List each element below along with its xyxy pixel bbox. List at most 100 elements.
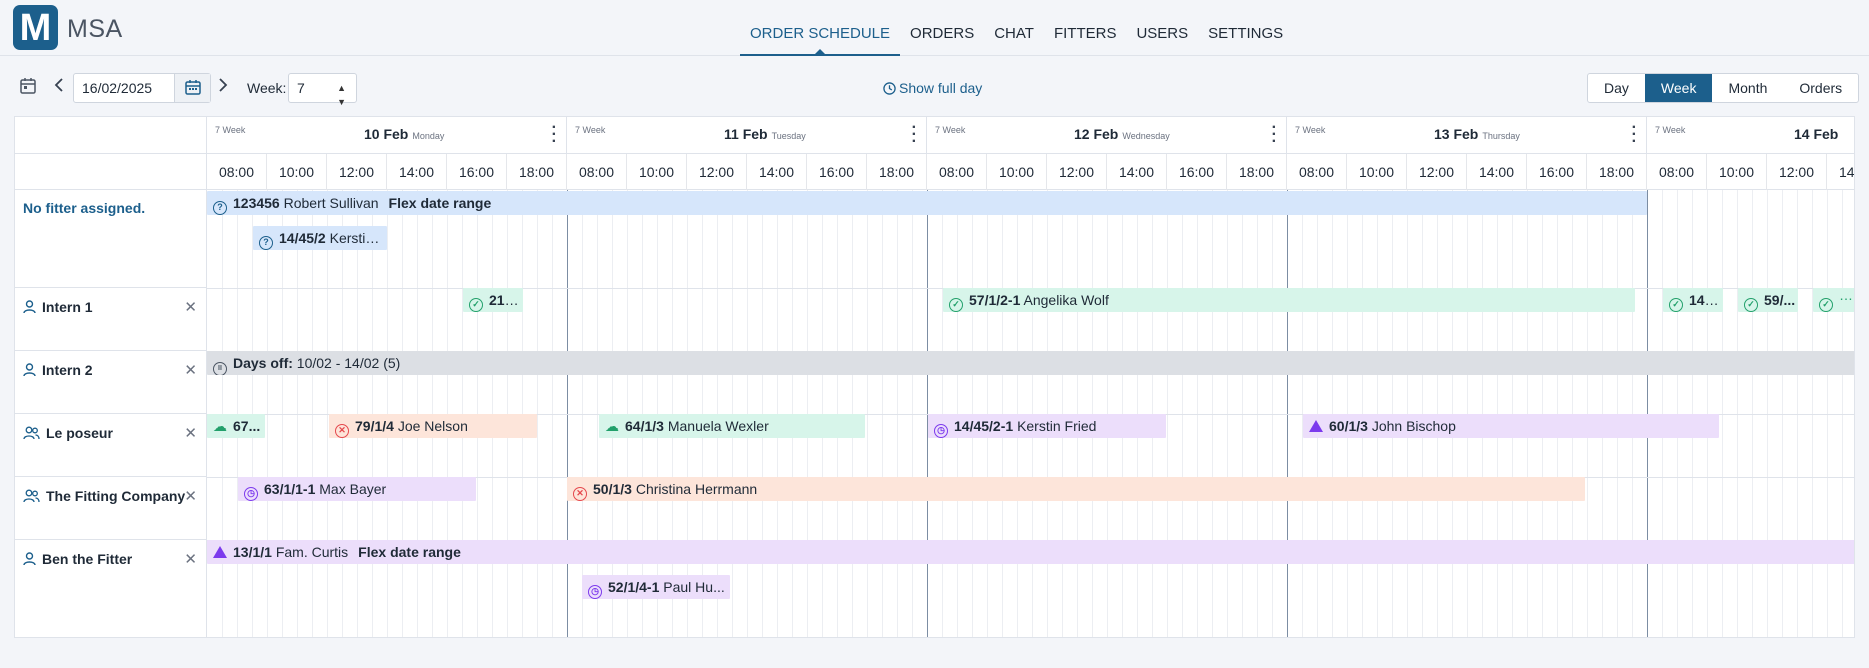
more-vertical-icon[interactable]: ··· [1271, 119, 1277, 150]
app-name: MSA [67, 15, 123, 43]
grid-line [537, 190, 538, 637]
grid-line [1017, 190, 1018, 637]
event-bar[interactable]: ◷52/1/4-1 Paul Hu... [582, 575, 730, 599]
grid-line [1347, 190, 1348, 637]
grid-line [432, 190, 433, 637]
nav-fitters[interactable]: FITTERS [1053, 25, 1117, 42]
event-bar[interactable]: ◷63/1/1-1 Max Bayer [238, 477, 476, 501]
chevron-right-icon[interactable] [218, 77, 228, 98]
grid-line [1797, 190, 1798, 637]
date-value[interactable]: 16/02/2025 [82, 80, 153, 96]
day-separator [567, 190, 568, 637]
grid-line [1302, 190, 1303, 637]
grid-line [1542, 190, 1543, 637]
event-bar[interactable]: ?14/45/2 Kerstin ... [253, 226, 387, 250]
check-circle-icon: ✓ [1669, 298, 1683, 312]
grid-line [1377, 190, 1378, 637]
grid-line [1812, 190, 1813, 637]
event-bar[interactable]: ✕50/1/3 Christina Herrmann [567, 477, 1585, 501]
view-orders-button[interactable]: Orders [1799, 80, 1843, 96]
warning-icon [213, 546, 227, 558]
event-bar[interactable]: ◷14/45/2-1 Kerstin Fried [928, 414, 1166, 438]
close-icon[interactable]: ✕ [184, 425, 197, 442]
close-icon[interactable]: ✕ [184, 551, 197, 568]
grid-line [312, 190, 313, 637]
row-label-le-poseur[interactable]: Le poseur ✕ [15, 414, 207, 477]
event-bar[interactable]: ✓57/1/2-1 Angelika Wolf [943, 288, 1635, 312]
view-month-button[interactable]: Month [1728, 80, 1768, 96]
grid-line [732, 190, 733, 637]
more-vertical-icon[interactable]: ··· [551, 119, 557, 150]
hour-cell: 12:00 [1407, 154, 1467, 190]
nav-orders[interactable]: ORDERS [910, 25, 975, 42]
calendar-picker-icon[interactable] [174, 74, 210, 102]
group-icon [23, 488, 40, 504]
check-circle-icon: ✓ [1744, 298, 1758, 312]
grid-line [1317, 190, 1318, 637]
clock-icon: ◷ [934, 424, 948, 438]
row-label-intern-2[interactable]: Intern 2 ✕ [15, 351, 207, 414]
hour-cell: 16:00 [807, 154, 867, 190]
grid-line [627, 190, 628, 637]
grid-line [1737, 190, 1738, 637]
hour-cell: 08:00 [927, 154, 987, 190]
hour-cell: 18:00 [1587, 154, 1647, 190]
grid-line [1452, 190, 1453, 637]
view-day-button[interactable]: Day [1604, 80, 1629, 96]
date-input[interactable]: 16/02/2025 [73, 73, 211, 103]
event-bar[interactable]: 60/1/3 John Bischop [1303, 414, 1719, 438]
row-label-unassigned: No fitter assigned. [15, 190, 207, 288]
grid-line [777, 190, 778, 637]
hour-cell: 10:00 [267, 154, 327, 190]
week-select[interactable]: 7 ▲▼ [288, 73, 357, 107]
close-icon[interactable]: ✕ [184, 362, 197, 379]
grid-line [1362, 190, 1363, 637]
grid-line [1632, 190, 1633, 637]
calendar-today-icon[interactable] [20, 77, 36, 99]
row-label-fitting-company[interactable]: The Fitting Company ✕ [15, 477, 207, 540]
event-bar[interactable]: ✓37/ [1813, 288, 1854, 312]
close-icon[interactable]: ✕ [184, 488, 197, 505]
check-circle-icon: ✓ [469, 298, 483, 312]
chevron-left-icon[interactable] [54, 77, 64, 98]
row-label-ben-the-fitter[interactable]: Ben the Fitter ✕ [15, 540, 207, 637]
hour-cell: 14:00 [747, 154, 807, 190]
hour-cell: 18:00 [867, 154, 927, 190]
nav-settings[interactable]: SETTINGS [1208, 25, 1284, 42]
nav-users[interactable]: USERS [1136, 25, 1189, 42]
hour-cell: 12:00 [1047, 154, 1107, 190]
fitter-name: The Fitting Company [46, 488, 186, 504]
grid-line [522, 190, 523, 637]
app-logo[interactable]: M [13, 5, 58, 50]
more-vertical-icon[interactable]: ··· [1631, 119, 1637, 150]
hour-cell: 14:00 [1467, 154, 1527, 190]
event-bar[interactable]: ✕79/1/4 Joe Nelson [329, 414, 537, 438]
grid-line [612, 190, 613, 637]
more-vertical-icon[interactable]: ··· [911, 119, 917, 150]
event-bar[interactable]: ✓147... [1663, 288, 1723, 312]
grid-line [1182, 190, 1183, 637]
event-bar[interactable]: ☁67... [207, 414, 265, 438]
close-icon[interactable]: ✕ [184, 299, 197, 316]
grid-line [1152, 190, 1153, 637]
grid-line [1047, 190, 1048, 637]
grid-line [297, 190, 298, 637]
event-bar[interactable]: ✓215... [463, 288, 523, 312]
event-bar[interactable]: ✓59/... [1738, 288, 1798, 312]
grid-line [822, 190, 823, 637]
view-week-button[interactable]: Week [1644, 74, 1713, 102]
show-full-day-button[interactable]: Show full day [883, 80, 982, 96]
nav-order-schedule[interactable]: ORDER SCHEDULE [740, 0, 901, 56]
nav-chat[interactable]: CHAT [994, 25, 1034, 42]
event-bar[interactable]: ☁64/1/3 Manuela Wexler [599, 414, 865, 438]
row-label-intern-1[interactable]: Intern 1 ✕ [15, 288, 207, 351]
grid-line [327, 190, 328, 637]
grid-line [1707, 190, 1708, 637]
hour-cell: 08:00 [1647, 154, 1707, 190]
